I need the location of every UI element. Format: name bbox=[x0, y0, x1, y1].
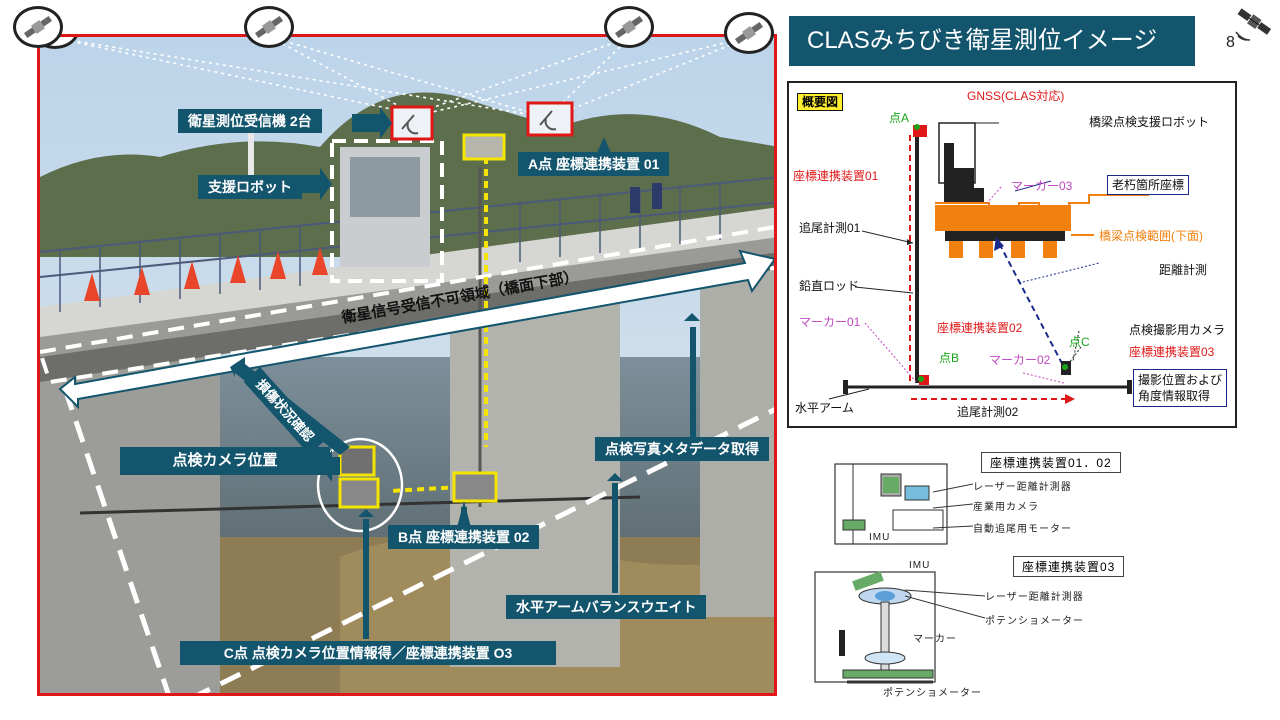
gnss-label: GNSS(CLAS対応) bbox=[967, 89, 1065, 103]
satellite-icon bbox=[604, 6, 654, 48]
camera-position-callout: 点検カメラ位置 bbox=[120, 447, 330, 475]
point-c-label: 点C bbox=[1069, 335, 1090, 349]
tracking02-label: 追尾計測02 bbox=[957, 405, 1019, 419]
aging-coord-label: 老朽箇所座標 bbox=[1107, 175, 1190, 195]
sketch1-label-2: 産業用カメラ bbox=[973, 502, 1039, 513]
device-sketch-01-02: 座標連携装置01．02 IMU レーザー距離計測器 産業用カメラ 自動追尾用モー… bbox=[833, 452, 1233, 552]
overview-diagram-drawing bbox=[828, 122, 1149, 404]
sketch2-label-1: レーザー距離計測器 bbox=[985, 592, 1084, 603]
satellite-icon bbox=[724, 12, 774, 54]
point-a-callout: A点 座標連携装置 01 bbox=[518, 152, 670, 176]
sketch1-label-3: 自動追尾用モーター bbox=[973, 524, 1072, 535]
balance-weight-callout: 水平アームバランスウエイト bbox=[506, 595, 707, 619]
page-title: CLASみちびき衛星測位イメージ bbox=[789, 16, 1195, 66]
pose-info-label: 撮影位置および 角度情報取得 bbox=[1133, 369, 1228, 407]
satellite-icon bbox=[244, 6, 294, 48]
device-sketch-01-02-title: 座標連携装置01．02 bbox=[981, 452, 1121, 473]
marker01-label: マーカー01 bbox=[799, 315, 861, 329]
imu-label: IMU bbox=[869, 532, 891, 543]
sketch1-label-1: レーザー距離計測器 bbox=[973, 482, 1072, 493]
metadata-callout: 点検写真メタデータ取得 bbox=[595, 437, 769, 461]
device-sketch-03-title: 座標連携装置03 bbox=[1013, 556, 1125, 577]
marker03-label: マーカー03 bbox=[1011, 179, 1073, 193]
tracking01-label: 追尾計測01 bbox=[799, 221, 861, 235]
overview-tag: 概要図 bbox=[797, 93, 844, 111]
satellite-icon bbox=[13, 6, 63, 48]
sketch1-leaders bbox=[933, 483, 973, 529]
device03-label: 座標連携装置03 bbox=[1129, 345, 1215, 359]
point-b-label: 点B bbox=[939, 351, 960, 365]
device-sketch-03-drawing bbox=[814, 571, 936, 684]
sketch2-label-2: ポテンショメーター bbox=[985, 616, 1084, 627]
sketch2-label-3: マーカー bbox=[913, 634, 957, 645]
device01-label: 座標連携装置01 bbox=[793, 169, 879, 183]
sketch2-leaders bbox=[905, 589, 985, 681]
point-b-callout: B点 座標連携装置 02 bbox=[388, 525, 540, 549]
rod-label: 鉛直ロッド bbox=[799, 279, 860, 293]
bridge-photo: 衛星測位受信機 2台 支援ロボット A点 座標連携装置 01 点検カメラ位置 B… bbox=[37, 34, 777, 696]
receiver-callout: 衛星測位受信機 2台 bbox=[178, 109, 322, 133]
imu-label-2: IMU bbox=[909, 560, 931, 571]
page-number: 8 bbox=[1226, 34, 1235, 51]
device-sketch-03: 座標連携装置03 IMU レーザー距離計測器 ポテンショメーター マーカー ポテ… bbox=[813, 556, 1233, 706]
overview-diagram: 概要図 GNSS(CLAS対応) 橋梁点検支援ロボット 点A 座標連携装置01 … bbox=[787, 81, 1237, 428]
distance-label: 距離計測 bbox=[1159, 263, 1208, 277]
camera-label: 点検撮影用カメラ bbox=[1129, 323, 1226, 337]
arm-label: 水平アーム bbox=[795, 401, 854, 415]
sketch2-label-4: ポテンショメーター bbox=[883, 688, 982, 699]
point-a-label: 点A bbox=[889, 111, 910, 125]
robot-label: 橋梁点検支援ロボット bbox=[1089, 115, 1210, 129]
marker02-label: マーカー02 bbox=[989, 353, 1051, 367]
point-c-callout: C点 点検カメラ位置情報得／座標連携装置 O3 bbox=[180, 641, 556, 665]
device-sketch-01-02-drawing bbox=[834, 463, 948, 545]
satellite-icon bbox=[1235, 8, 1272, 41]
range-label: 橋梁点検範囲(下面) bbox=[1099, 229, 1203, 243]
robot-callout: 支援ロボット bbox=[198, 175, 302, 199]
device02-label: 座標連携装置02 bbox=[937, 321, 1023, 335]
